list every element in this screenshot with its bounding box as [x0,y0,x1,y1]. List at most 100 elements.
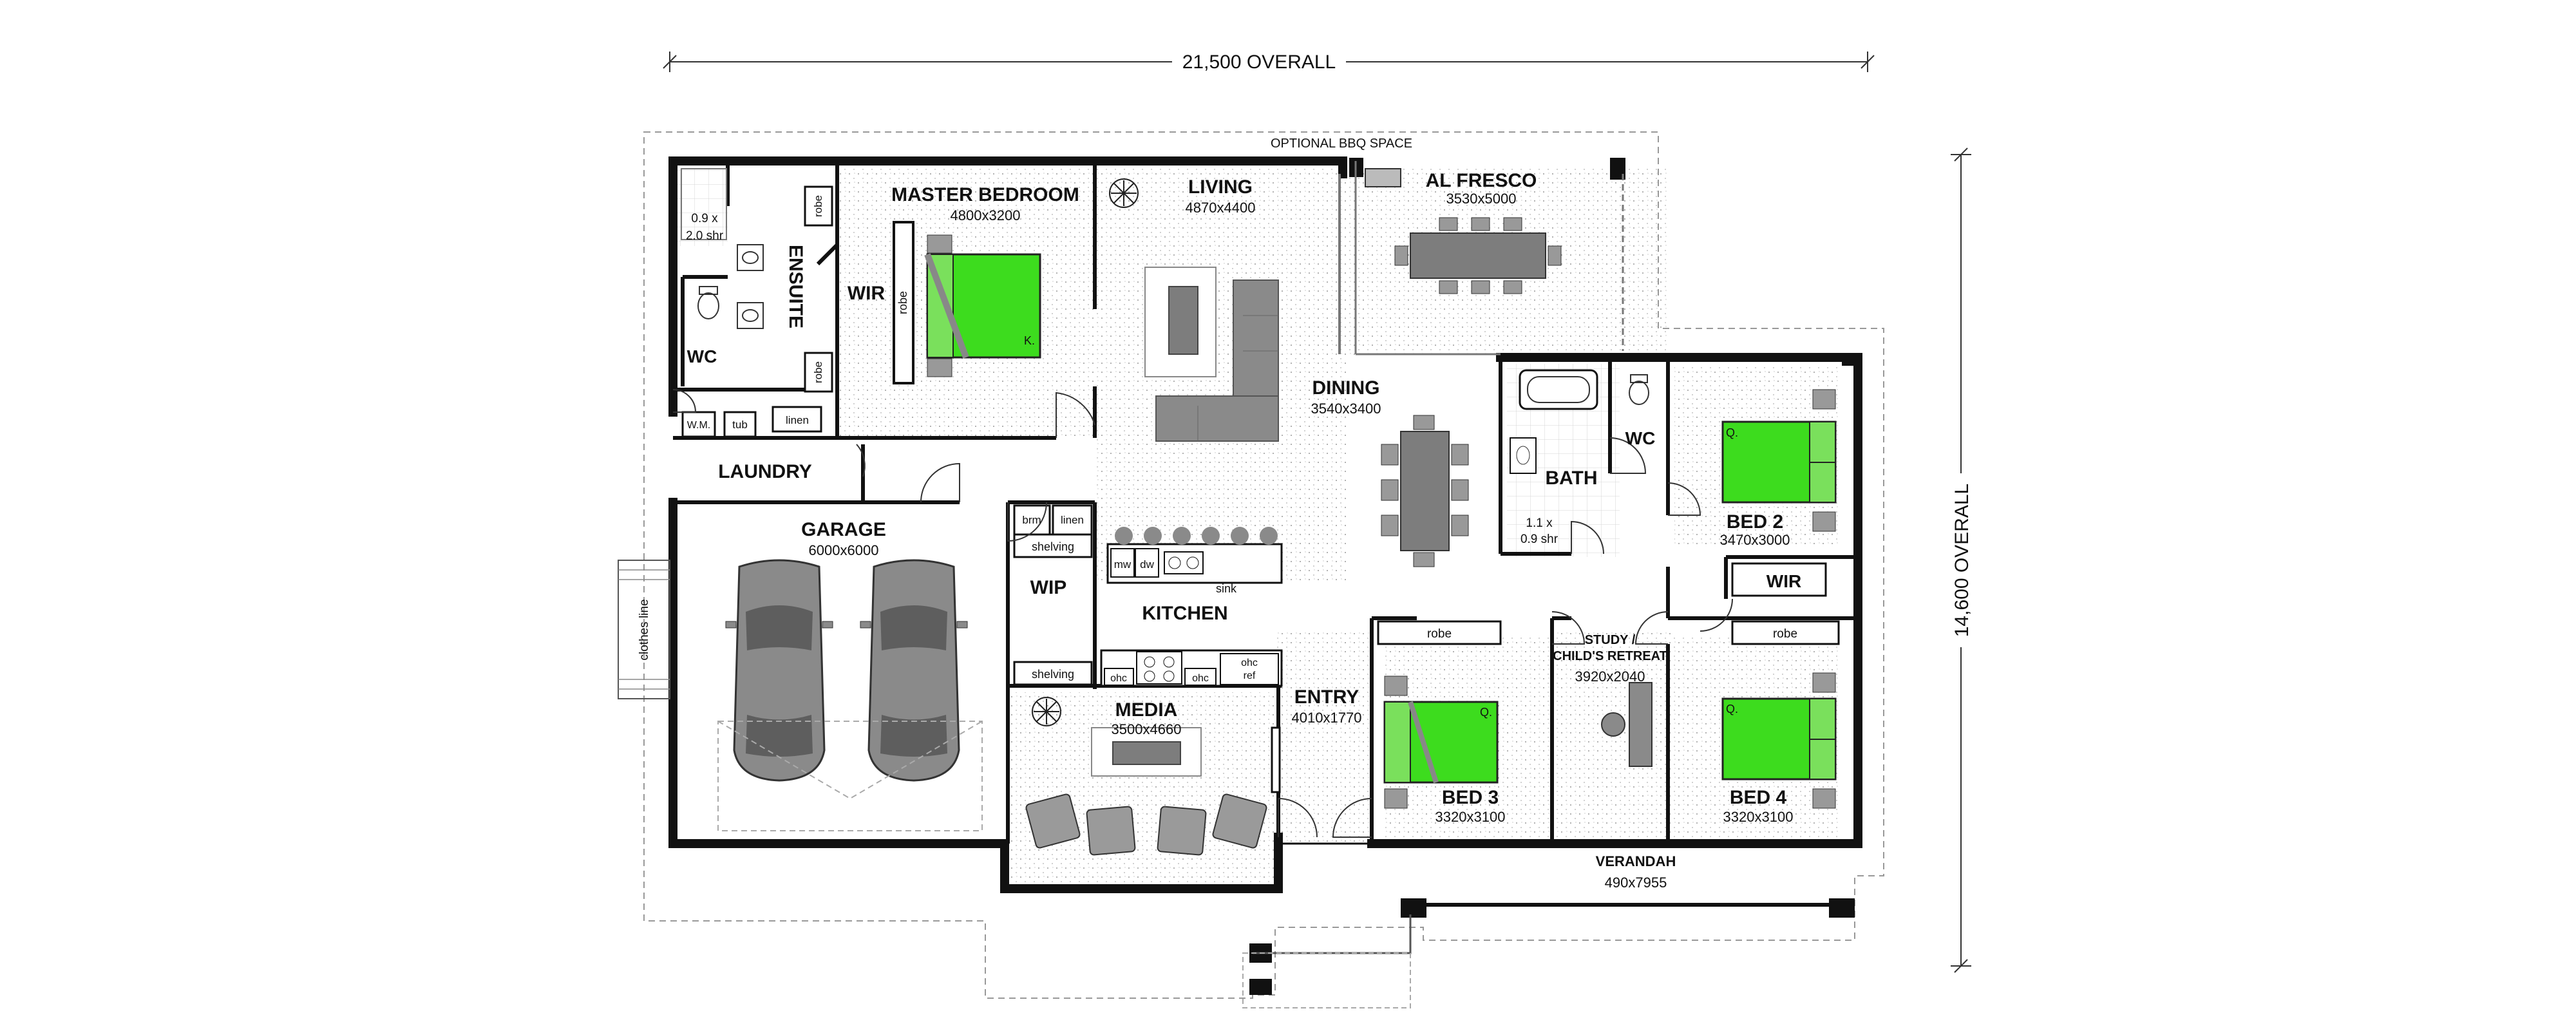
entry-label: ENTRY [1294,686,1359,708]
wir-robe-bottom-label: robe [812,361,824,383]
car-left [725,559,833,782]
master-robe-unit[interactable] [893,221,914,384]
media-size: 3500x4660 [1112,721,1182,737]
alfresco-label: AL FRESCO [1426,170,1537,191]
laundry-label: LAUNDRY [718,461,812,482]
kitchen-bench [1106,527,1283,584]
kitchen-label: KITCHEN [1142,603,1227,624]
broom-label: brm [1022,514,1041,526]
ensuite-shower-size-2: 2.0 shr [686,229,724,243]
bed3-label: BED 3 [1442,787,1499,808]
door-swings [672,389,1733,838]
bath-label: BATH [1545,468,1597,489]
bed3-robe-label: robe [1427,627,1452,641]
entry-size: 4010x1770 [1292,710,1362,726]
shelving-top-label: shelving [1032,540,1074,553]
ohc-ref-label-1: ohc [1241,657,1258,668]
bed4-queen-label: Q. [1726,703,1738,715]
internal-walls [673,161,1858,844]
wir-robe-top-label: robe [812,195,824,217]
ohc-label-left: ohc [1110,673,1127,684]
wir-robe-bottom[interactable] [804,352,833,393]
bed4-bed [1721,672,1837,809]
overall-height-label: 14,600 OVERALL [1951,484,1973,638]
living-label: LIVING [1188,176,1253,198]
bed4-robe-label: robe [1773,627,1797,641]
overall-height-dimension: 14,600 OVERALL [1948,147,1974,973]
ensuite-shower-size-1: 0.9 x [691,212,718,225]
alfresco-size: 3530x5000 [1446,191,1517,207]
verandah-size: 490x7955 [1605,875,1667,891]
wip-label: WIP [1030,577,1067,598]
bath-shower-size-2: 0.9 shr [1520,533,1558,546]
bed2-label: BED 2 [1727,511,1783,533]
garage-label: GARAGE [801,519,886,540]
kitchen-back-bench [1100,649,1283,687]
bed3-robe-unit[interactable] [1377,620,1502,645]
room-labels: MASTER BEDROOM 4800x3200 LIVING 4870x440… [687,170,1802,891]
bath-shower-size-1: 1.1 x [1526,516,1553,530]
pantry-units [1013,504,1093,686]
garage-door-slab [717,721,983,831]
master-bedroom-size: 4800x3200 [951,207,1021,223]
bed4-label: BED 4 [1730,787,1787,808]
walls-thick [1249,158,1861,995]
master-bed-king-label: K. [1024,334,1035,347]
master-bed: K. [924,234,1041,377]
bed2-bed [1721,389,1837,532]
car-right [860,559,968,782]
bed2-size: 3470x3000 [1720,532,1790,548]
study-desk [1601,682,1653,767]
master-bedroom-label: MASTER BEDROOM [891,184,1079,205]
bed4-size: 3320x3100 [1723,809,1794,825]
bath-wc-label: WC [1625,428,1656,448]
media-table [1112,741,1181,765]
shelving-bottom-label: shelving [1032,668,1074,681]
pantry-linen-label: linen [1061,514,1084,526]
alfresco-frame [1338,161,1624,355]
living-plant [1109,178,1139,208]
bath-fixtures [1510,369,1649,474]
master-robe-label: robe [896,291,909,314]
ensuite-wc-label: WC [687,346,717,366]
living-coffee-table [1168,286,1198,355]
microwave-label: mw [1114,558,1132,571]
garage-size: 6000x6000 [809,542,879,558]
clothes-line[interactable]: clothes line [618,560,670,699]
study-label-2: CHILD'S RETREAT [1553,649,1667,663]
media-plant [1032,697,1061,726]
roof-outline [643,131,1884,999]
washing-machine-label: W.M. [687,420,710,431]
ensuite-label: ENSUITE [785,245,806,328]
study-label-1: STUDY / [1585,633,1636,647]
bed2-wir-shelf [1731,562,1827,597]
bed4-robe-unit[interactable] [1731,620,1840,645]
ohc-label-right: ohc [1192,673,1209,684]
ohc-ref-label-2: ref [1244,670,1256,681]
dining-size: 3540x3400 [1311,401,1381,417]
verandah-label: VERANDAH [1596,853,1676,869]
bed2-wir-label: WIR [1766,571,1801,591]
bed3-bed [1383,676,1499,809]
bed2-queen-label: Q. [1726,426,1738,439]
tub-label: tub [732,419,748,431]
clothes-line-label: clothes line [638,599,651,660]
optional-bbq-label: OPTIONAL BBQ SPACE [1271,137,1412,151]
media-label: MEDIA [1115,699,1178,721]
walls [668,156,1862,893]
laundry-fixtures [681,406,822,438]
living-size: 4870x4400 [1186,200,1256,216]
wir-robe-top[interactable] [804,185,833,227]
dishwasher-label: dw [1140,558,1154,571]
media-tv-unit [1271,726,1281,793]
laundry-linen-label: linen [786,414,809,426]
overall-width-dimension: 21,500 OVERALL [663,49,1875,75]
overall-width-label: 21,500 OVERALL [1182,52,1336,73]
ensuite-fixtures [681,168,764,329]
master-wir-label: WIR [848,283,886,304]
bed3-queen-label: Q. [1480,706,1492,719]
sink-label: sink [1216,582,1237,595]
bed3-size: 3320x3100 [1435,809,1506,825]
living-sofa [1155,279,1279,442]
